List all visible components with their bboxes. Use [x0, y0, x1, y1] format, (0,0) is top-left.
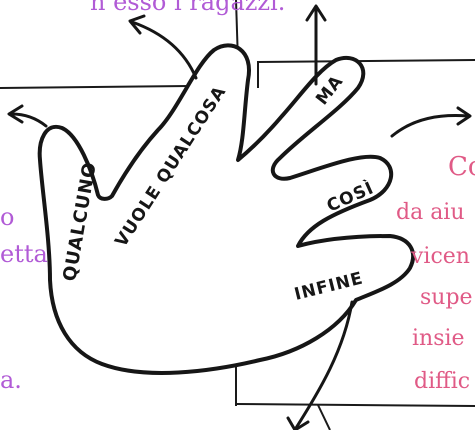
text-fragment-top: n esso i ragazzi. — [90, 0, 285, 14]
text-fragment-left-2: etta — [0, 242, 48, 266]
divider-line-bottom-stub — [318, 405, 330, 430]
divider-line-left — [0, 86, 190, 88]
divider-line-right-top — [258, 60, 475, 62]
text-fragment-right-4: supe — [420, 287, 473, 309]
divider-line-bottom — [236, 404, 475, 406]
text-fragment-left-3: a. — [0, 368, 22, 392]
arrow-index — [132, 22, 196, 78]
text-fragment-right-6: diffic — [414, 371, 470, 393]
text-fragment-right-1: Co — [448, 154, 475, 180]
arrow-ring — [392, 116, 468, 136]
text-fragment-left-1: o — [0, 205, 14, 229]
text-fragment-right-2: da aiu — [396, 202, 465, 224]
text-fragment-right-5: insie — [412, 328, 465, 350]
text-fragment-right-3: vicen — [411, 246, 470, 268]
